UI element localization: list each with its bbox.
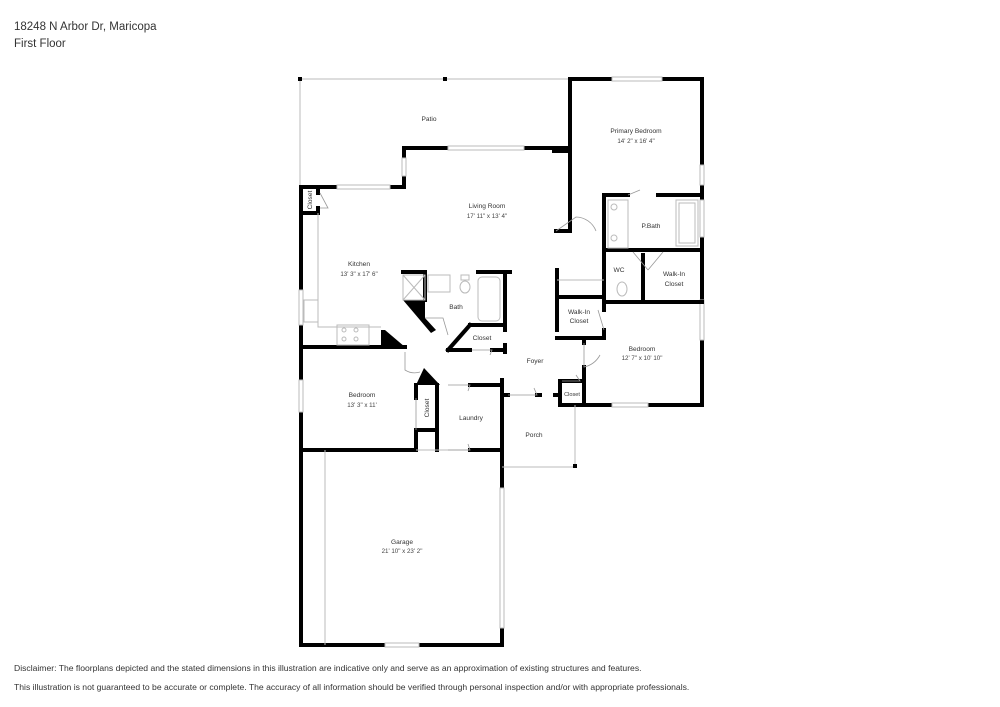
label-living-room: Living Room: [469, 203, 506, 210]
toilet-icon: [459, 280, 471, 294]
label-bedroom-east: Bedroom: [629, 346, 656, 353]
fixtures: [303, 199, 699, 645]
label-primary-bedroom: Primary Bedroom: [610, 128, 662, 135]
label-walk-in-1: Walk-In: [568, 309, 590, 316]
label-foyer: Foyer: [527, 358, 545, 365]
dims-primary-bedroom: 14' 2" x 16' 4": [617, 138, 654, 145]
shower-icon: [402, 274, 426, 301]
dims-kitchen: 13' 3" x 17' 6": [340, 271, 377, 278]
property-address: 18248 N Arbor Dr, Maricopa: [14, 21, 157, 33]
sink-icon: [427, 274, 451, 293]
label-hall-closet: Closet: [473, 335, 492, 342]
label-bedroom-west: Bedroom: [349, 392, 376, 399]
patio-outline: [298, 77, 570, 187]
label-walk-in-2: Closet: [570, 318, 589, 325]
interior-walls: [299, 185, 704, 452]
primary-shower-icon: [675, 199, 699, 247]
label-p-bath: P.Bath: [642, 223, 661, 230]
label-wc: WC: [614, 267, 625, 274]
label-laundry: Laundry: [459, 415, 484, 422]
label-kitchen-closet: Closet: [307, 190, 314, 209]
label-kitchen: Kitchen: [348, 261, 370, 268]
exterior-walls: [299, 77, 704, 647]
disclaimer-line-1: Disclaimer: The floorplans depicted and …: [14, 663, 642, 673]
wall-wedges: [381, 300, 440, 385]
disclaimer-line-2: This illustration is not guaranteed to b…: [14, 682, 690, 692]
door-swings: [319, 189, 664, 451]
stove-icon: [336, 324, 370, 346]
dims-living-room: 17' 11" x 13' 4": [467, 213, 507, 220]
label-patio: Patio: [421, 116, 436, 123]
label-porch: Porch: [525, 432, 543, 439]
dims-bedroom-east: 12' 7" x 10' 10": [622, 355, 663, 362]
label-bedroom-closet: Closet: [424, 398, 431, 417]
label-foyer-closet: Closet: [564, 392, 580, 398]
dims-bedroom-west: 13' 3" x 11': [347, 402, 377, 409]
label-primary-walk-in-2: Closet: [665, 281, 684, 288]
dims-garage: 21' 10" x 23' 2": [382, 548, 423, 555]
bathtub-icon: [477, 276, 501, 322]
floor-label: First Floor: [14, 38, 66, 50]
wc-toilet-icon: [616, 281, 628, 297]
windows: [298, 76, 705, 648]
label-primary-walk-in-1: Walk-In: [663, 271, 685, 278]
label-bath: Bath: [449, 304, 463, 311]
label-garage: Garage: [391, 539, 413, 546]
